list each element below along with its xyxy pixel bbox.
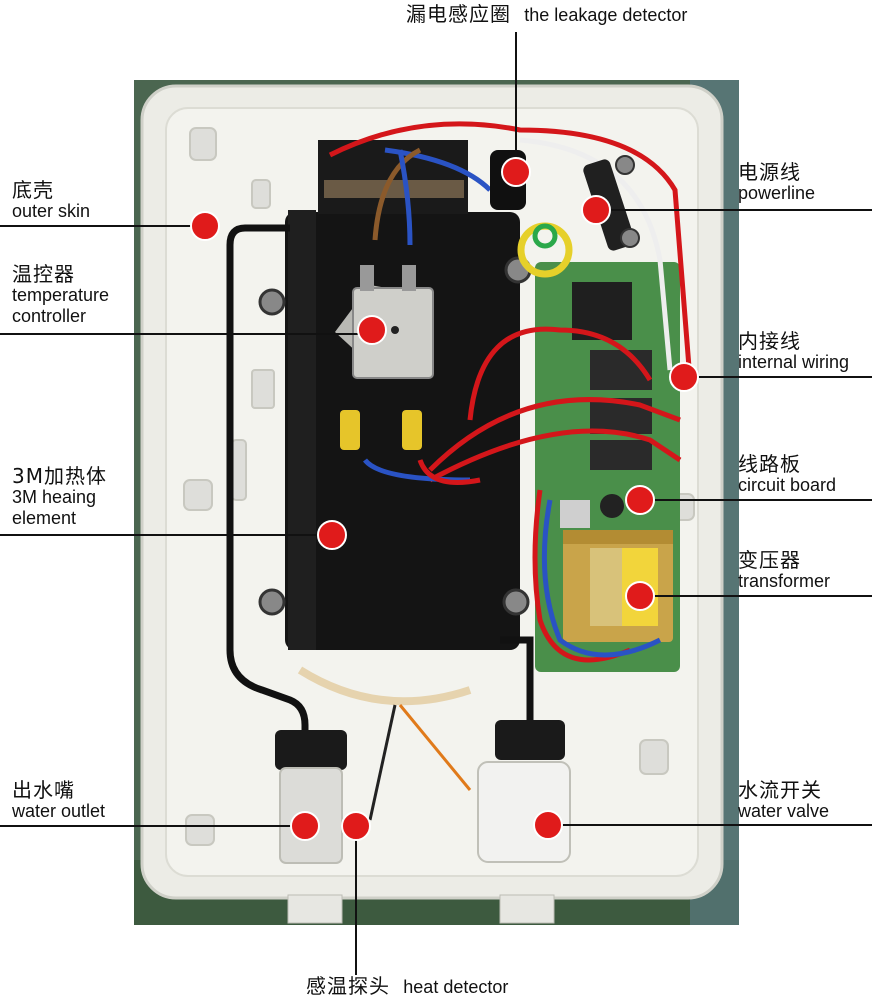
marker-heat-detector <box>341 811 371 841</box>
water-outlet-en: water outlet <box>12 801 106 821</box>
transformer-en: transformer <box>738 571 831 591</box>
leakage-detector-zh: 漏电感应圈 <box>406 2 511 26</box>
water-outlet-shape <box>275 730 347 864</box>
label-water-valve: 水流开关 water valve <box>738 780 829 822</box>
marker-internal-wiring <box>669 362 699 392</box>
label-transformer: 变压器 transformer <box>738 550 830 592</box>
marker-water-valve <box>533 810 563 840</box>
heating-element-shape <box>258 140 532 650</box>
water-valve-en: water valve <box>738 801 830 821</box>
heating-element-zh: 3M加热体 <box>12 464 107 488</box>
marker-power-line <box>581 195 611 225</box>
label-circuit-board: 线路板 circuit board <box>738 454 836 496</box>
temperature-controller-en-1: temperature <box>12 285 110 305</box>
temperature-controller-en-2: controller <box>12 306 87 326</box>
label-temperature-controller: 温控器 temperature controller <box>12 264 109 327</box>
markers <box>190 157 699 841</box>
power-line-en: powerline <box>738 183 816 203</box>
heat-detector-en: heat detector <box>403 977 509 997</box>
transformer-zh: 变压器 <box>738 548 801 572</box>
marker-circuit-board <box>625 485 655 515</box>
outer-skin-zh: 底壳 <box>12 178 54 202</box>
transformer-shape <box>563 530 673 642</box>
internal-wiring-shape <box>297 121 693 821</box>
heating-element-en-1: 3M heaing <box>12 487 97 507</box>
outer-skin-en: outer skin <box>12 201 91 221</box>
power-line-zh: 电源线 <box>738 160 801 184</box>
marker-heating-element <box>317 520 347 550</box>
label-heat-detector: 感温探头 heat detector <box>306 976 508 998</box>
heating-pipe <box>226 224 309 742</box>
label-internal-wiring: 内接线 internal wiring <box>738 331 849 373</box>
heating-element-en-2: element <box>12 508 77 528</box>
label-leakage-detector: 漏电感应圈 the leakage detector <box>406 4 687 26</box>
circuit-board-en: circuit board <box>738 475 837 495</box>
internal-wiring-zh: 内接线 <box>738 329 801 353</box>
leader-lines <box>0 32 872 975</box>
temperature-controller-zh: 温控器 <box>12 262 75 286</box>
heat-detector-zh: 感温探头 <box>306 974 390 998</box>
marker-transformer <box>625 581 655 611</box>
label-power-line: 电源线 powerline <box>738 162 815 204</box>
leakage-detector-en: the leakage detector <box>524 5 688 25</box>
water-outlet-zh: 出水嘴 <box>12 778 75 802</box>
marker-water-outlet <box>290 811 320 841</box>
water-valve-zh: 水流开关 <box>738 778 822 802</box>
circuit-board-zh: 线路板 <box>738 452 801 476</box>
label-water-outlet: 出水嘴 water outlet <box>12 780 105 822</box>
label-outer-skin: 底壳 outer skin <box>12 180 90 222</box>
marker-leakage-detector <box>501 157 531 187</box>
internal-wiring-en: internal wiring <box>738 352 850 372</box>
marker-temperature-controller <box>357 315 387 345</box>
marker-outer-skin <box>190 211 220 241</box>
label-heating-element: 3M加热体 3M heaing element <box>12 466 107 529</box>
